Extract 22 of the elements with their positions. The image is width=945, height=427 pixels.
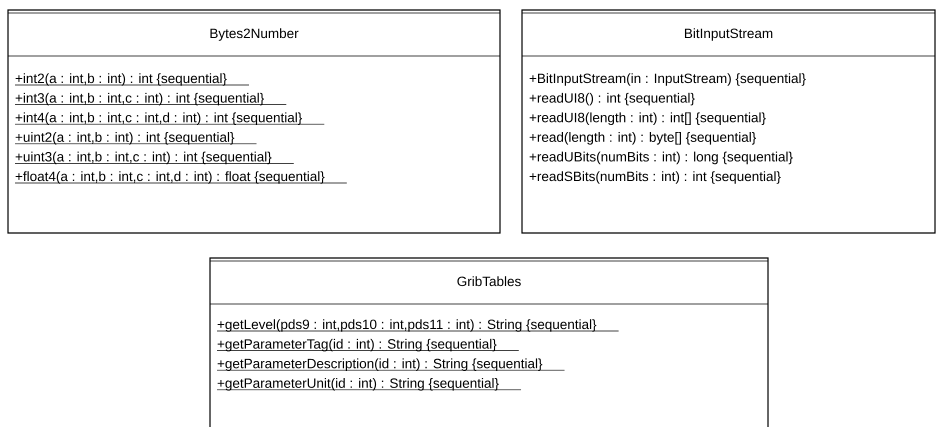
method-text: +read(length : int) : byte[] {sequential} — [530, 132, 756, 145]
class-box — [209, 257, 769, 427]
class-name: Bytes2Number — [210, 28, 298, 41]
method-text: +int4(a : int,b : int,c : int,d : int) : int {sequential} — [14, 112, 325, 125]
method-text: +getParameterUnit(id : int) : String {sequential} — [216, 378, 522, 391]
method-text: +int2(a : int,b : int) : int {sequential} — [14, 73, 250, 86]
class-name: GribTables — [457, 276, 521, 286]
method-text: +getParameterDescription(id : int) : String {sequential} — [216, 358, 565, 371]
class-name: BitInputStream — [684, 28, 772, 41]
method-text: +uint2(a : int,b : int) : int {sequential} — [14, 132, 257, 145]
method-text: +getLevel(pds9 : int,pds10 : int,pds11 : int) : String {sequential} — [216, 319, 619, 332]
method-text: +getParameterTag(id : int) : String {sequential} — [216, 338, 520, 352]
method-text: +readUBits(numBits : int) : long {sequential} — [530, 152, 793, 164]
method-text: +uint3(a : int,b : int,c : int) : int {sequential} — [14, 152, 294, 164]
method-text: +readUI8(length : int) : int[] {sequential} — [530, 112, 766, 125]
method-text: +float4(a : int,b : int,c : int,d : int) : float {sequential} — [14, 171, 348, 184]
method-text: +readUI8() : int {sequential} — [530, 92, 695, 106]
method-text: +int3(a : int,b : int,c : int) : int {sequential} — [14, 92, 287, 106]
method-text: +BitInputStream(in : InputStream) {sequential} — [530, 73, 806, 86]
class-box — [521, 9, 936, 234]
class-box — [7, 9, 501, 234]
method-text: +readSBits(numBits : int) : int {sequential} — [530, 171, 781, 184]
